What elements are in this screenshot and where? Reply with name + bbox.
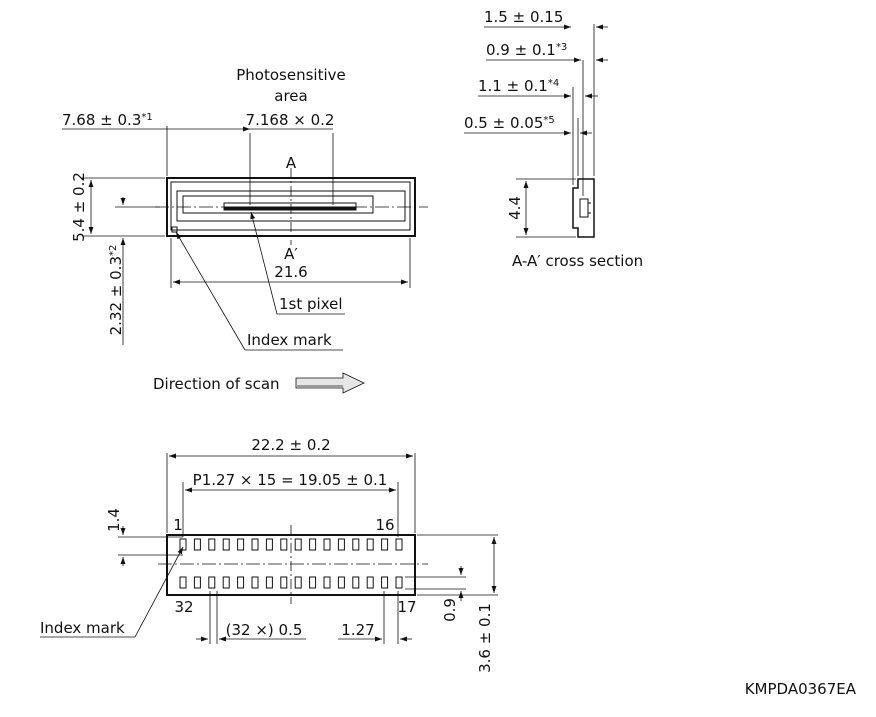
top-pad-row <box>179 538 403 551</box>
bottom-pad <box>265 576 273 589</box>
bottom-pad <box>193 576 201 589</box>
photosensitive-label-line1: Photosensitive <box>236 66 345 84</box>
cross-dim-2-label: 0.9 ± 0.1*3 <box>486 41 567 59</box>
cross-section-window <box>579 198 589 218</box>
pad-dim-label: (32 ×) 0.5 <box>226 621 303 639</box>
bottom-pad <box>208 576 216 589</box>
top-chip <box>182 195 374 214</box>
bottom-pad <box>352 576 360 589</box>
cross-section-view <box>464 24 608 238</box>
top-pad <box>323 538 331 551</box>
pin-16-label: 16 <box>375 516 394 534</box>
index-offset-label: 2.32 ± 0.3*2 <box>107 245 125 336</box>
top-pad <box>237 538 245 551</box>
top-package-inner-frame <box>170 181 411 231</box>
cross-dim-1-label: 1.5 ± 0.15 <box>484 8 563 26</box>
bottom-pad <box>280 576 288 589</box>
pitch-small-label: 1.27 <box>341 621 374 639</box>
top-index-mark <box>171 226 178 233</box>
top-pad <box>222 538 230 551</box>
top-pad <box>208 538 216 551</box>
scan-direction-arrow <box>295 372 365 394</box>
top-pad <box>265 538 273 551</box>
bottom-pad <box>366 576 374 589</box>
top-pad <box>193 538 201 551</box>
bottom-pad <box>337 576 345 589</box>
pin-17-label: 17 <box>397 598 416 616</box>
bottom-pad-row <box>179 576 403 589</box>
bottom-pad <box>381 576 389 589</box>
top-view <box>62 126 428 394</box>
cross-section-caption: A-A′ cross section <box>512 252 643 270</box>
section-a-prime-label: A′ <box>284 245 298 263</box>
bottom-pad <box>222 576 230 589</box>
pin-1-label: 1 <box>173 516 183 534</box>
bottom-view <box>40 453 498 644</box>
bottom-pad <box>395 576 403 589</box>
top-pad <box>395 538 403 551</box>
direction-of-scan-label: Direction of scan <box>153 375 280 393</box>
bottom-pad <box>179 576 187 589</box>
top-pad <box>337 538 345 551</box>
top-pad <box>381 538 389 551</box>
top-pad <box>251 538 259 551</box>
width-dim-label: 21.6 <box>274 263 307 281</box>
height-dim-label: 5.4 ± 0.2 <box>70 172 88 242</box>
overall-width-label: 22.2 ± 0.2 <box>251 436 330 454</box>
cross-section-body <box>572 178 595 238</box>
photosensitive-dim-label: 7.168 × 0.2 <box>246 111 335 129</box>
bottom-pad <box>294 576 302 589</box>
pin-row-offset-label: 1.4 <box>105 508 123 532</box>
pitch-dim-label: P1.27 × 15 = 19.05 ± 0.1 <box>193 471 388 489</box>
top-pad <box>352 538 360 551</box>
cross-dim-4-label: 0.5 ± 0.05*5 <box>464 114 555 132</box>
top-index-mark-label: Index mark <box>247 331 332 349</box>
package-height-label: 3.6 ± 0.1 <box>476 603 494 673</box>
photosensitive-label-line2: area <box>274 87 307 105</box>
pin-32-label: 32 <box>174 598 193 616</box>
top-pad <box>179 538 187 551</box>
cross-height-label: 4.4 <box>506 196 524 220</box>
bottom-pad <box>323 576 331 589</box>
pad-height-label: 0.9 <box>441 598 459 622</box>
top-pad <box>309 538 317 551</box>
bottom-pad <box>309 576 317 589</box>
top-pad <box>280 538 288 551</box>
top-pad <box>294 538 302 551</box>
drawing-code: KMPDA0367EA <box>745 680 857 698</box>
left-offset-label: 7.68 ± 0.3*1 <box>62 111 153 129</box>
bottom-pad <box>251 576 259 589</box>
bottom-pad <box>237 576 245 589</box>
cross-dim-3-label: 1.1 ± 0.1*4 <box>478 77 559 95</box>
bottom-index-mark-label: Index mark <box>40 619 125 637</box>
first-pixel-label: 1st pixel <box>279 295 343 313</box>
section-a-label: A <box>286 154 297 172</box>
top-pad <box>366 538 374 551</box>
